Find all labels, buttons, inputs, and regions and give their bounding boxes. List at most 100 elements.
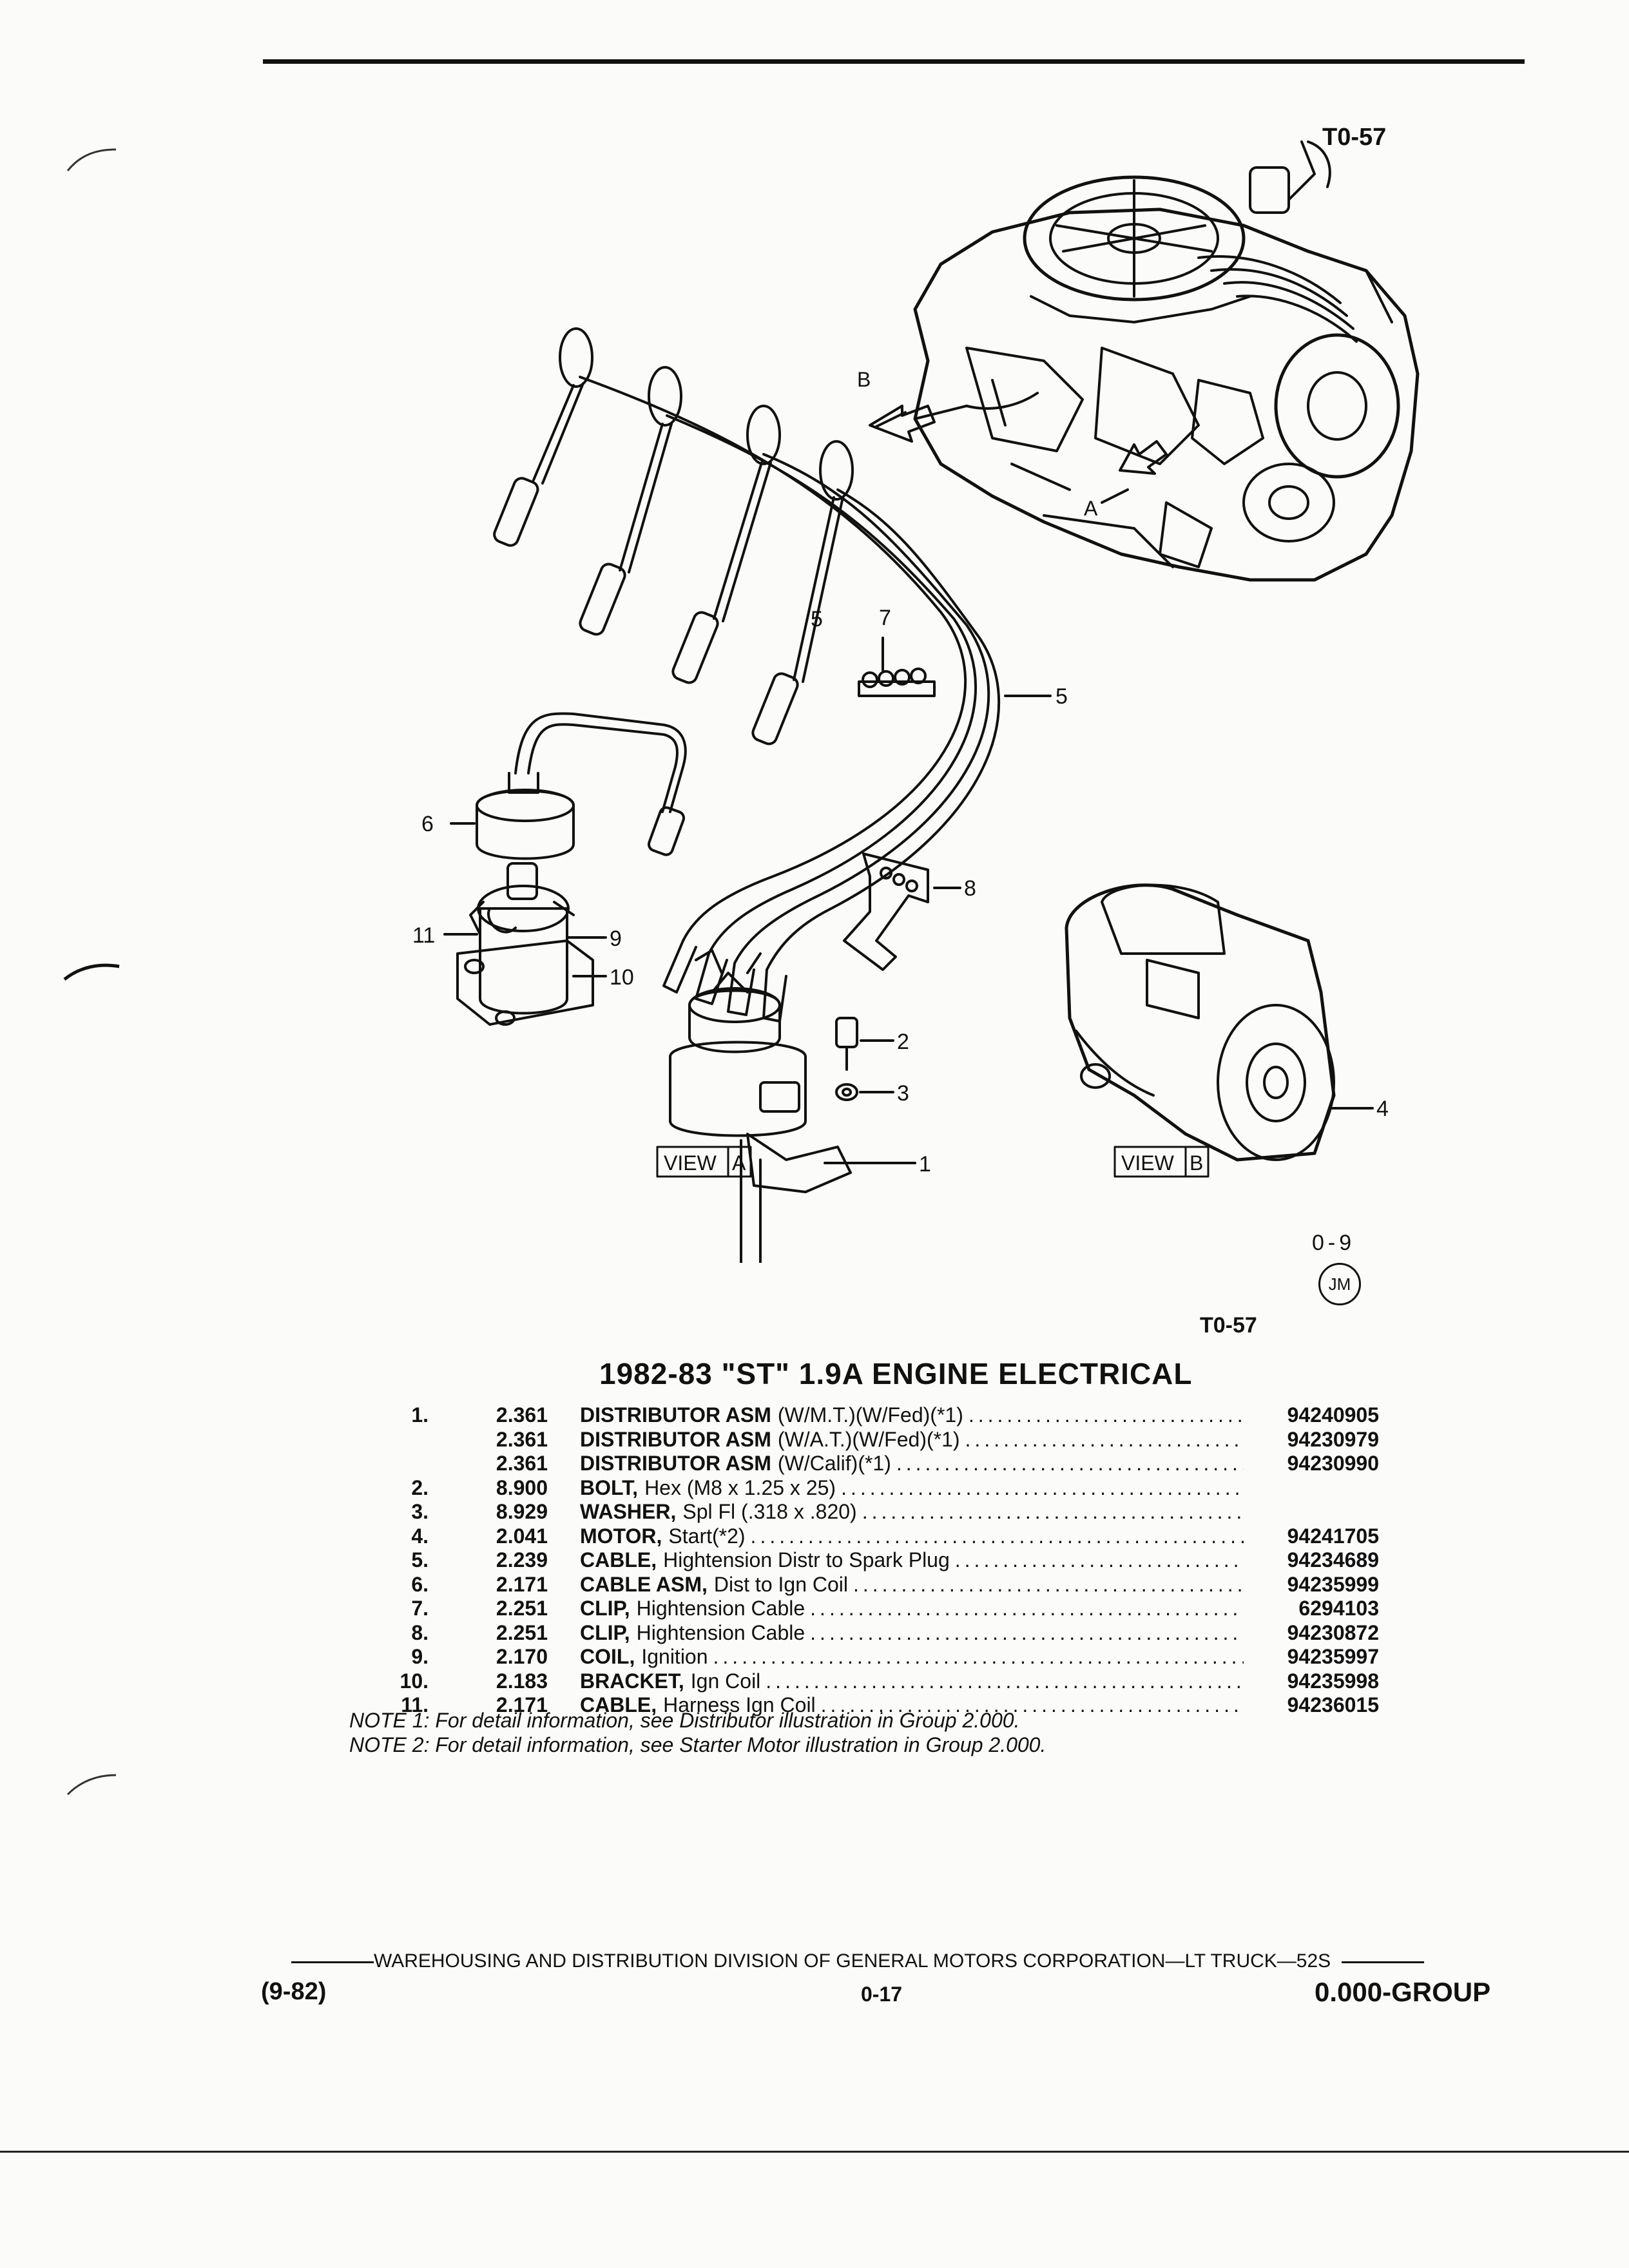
leader-dots [810, 1621, 1244, 1646]
view-b-word: VIEW [1121, 1151, 1175, 1175]
part-name: DISTRIBUTOR ASM [580, 1427, 771, 1451]
part-name: BOLT, [580, 1475, 639, 1499]
item-number: 5. [411, 1548, 429, 1571]
item-number: 11. [401, 1693, 429, 1716]
part-number [1244, 1500, 1379, 1524]
part-name: COIL, [580, 1645, 635, 1668]
leader-dots [896, 1452, 1244, 1476]
footer-page-number: 0-17 [861, 1983, 903, 2006]
part-description: DISTRIBUTOR ASM(W/M.T.)(W/Fed)(*1) [580, 1403, 1244, 1428]
dist-to-coil-cable [476, 712, 687, 860]
item-number: 6. [411, 1572, 429, 1596]
part-number: 94240905 [1287, 1403, 1379, 1427]
view-a-word: VIEW [664, 1151, 717, 1175]
part-number: 94235998 [1287, 1669, 1379, 1693]
part-number: 94241705 [1287, 1524, 1379, 1548]
view-b-box [1113, 1146, 1210, 1178]
margin-mark-2 [63, 963, 120, 981]
part-number [1244, 1476, 1379, 1501]
group-number: 2.171 [496, 1572, 548, 1596]
part-description: MOTOR,Start(*2) [580, 1524, 1244, 1549]
group-number: 2.171 [496, 1693, 548, 1716]
leader-dots [965, 1428, 1244, 1452]
part-name: CLIP, [580, 1597, 630, 1620]
item-number: 1. [411, 1403, 429, 1427]
leader-dots [969, 1403, 1244, 1428]
group-number: 2.251 [496, 1620, 548, 1644]
view-b-letter: B [1190, 1151, 1203, 1175]
callout-6: 6 [421, 812, 434, 836]
callout-3: 3 [897, 1081, 909, 1106]
view-a-letter: A [732, 1151, 746, 1175]
leader-dots [955, 1548, 1244, 1573]
item-number: 9. [411, 1645, 429, 1668]
footer-dash-right [1341, 1961, 1424, 1963]
view-a-box [656, 1146, 752, 1178]
group-number: 2.361 [496, 1427, 548, 1451]
cable-clip-8 [843, 852, 929, 971]
leader-dots [713, 1645, 1244, 1669]
item-number [348, 1452, 429, 1476]
item-number [348, 1428, 429, 1452]
margin-mark-3 [66, 1774, 117, 1796]
group-number: 2.239 [496, 1548, 548, 1571]
callout-9: 9 [610, 927, 622, 951]
parts-row: 2. 8.900 BOLT,Hex (M8 x 1.25 x 25) [348, 1476, 1379, 1501]
part-description: DISTRIBUTOR ASM(W/Calif)(*1) [580, 1452, 1244, 1476]
part-detail: Start(*2) [668, 1524, 746, 1548]
part-detail: Harness Ign Coil [663, 1693, 816, 1716]
exploded-view-diagram: B A 5 [361, 103, 1443, 1367]
part-number: 94235999 [1287, 1572, 1379, 1596]
item-number: 10. [400, 1669, 429, 1693]
part-number: 94230979 [1287, 1427, 1379, 1451]
item-number: 4. [411, 1524, 429, 1548]
jm-stamp-letters: JM [1328, 1274, 1351, 1294]
part-detail: Ign Coil [690, 1669, 761, 1693]
ignition-coil [456, 862, 594, 1026]
part-detail: (W/A.T.)(W/Fed)(*1) [777, 1427, 960, 1451]
part-number: 6294103 [1298, 1597, 1379, 1620]
part-number: 94230872 [1287, 1620, 1379, 1644]
item-number: 3. [411, 1500, 429, 1523]
group-number: 2.251 [496, 1597, 548, 1620]
arrow-label-a: A [1084, 497, 1098, 520]
parts-list: 1. 2.361 DISTRIBUTOR ASM(W/M.T.)(W/Fed)(*1… [348, 1403, 1379, 1718]
footer-group: 0.000-GROUP [1315, 1977, 1491, 2007]
top-rule [263, 59, 1525, 64]
leader-dots [810, 1597, 1244, 1621]
part-detail: Hex (M8 x 1.25 x 25) [644, 1475, 836, 1499]
footer-date: (9-82) [261, 1978, 327, 2005]
callout-10: 10 [610, 965, 634, 990]
part-description: COIL,Ignition [580, 1645, 1244, 1669]
margin-mark-1 [66, 148, 117, 171]
group-number: 2.183 [496, 1669, 548, 1693]
part-description: CLIP,Hightension Cable [580, 1621, 1244, 1646]
callout-8: 8 [964, 876, 976, 901]
parts-row: 10. 2.183 BRACKET,Ign Coil 94235998 [348, 1669, 1379, 1694]
part-description: CLIP,Hightension Cable [580, 1597, 1244, 1621]
part-description: DISTRIBUTOR ASM(W/A.T.)(W/Fed)(*1) [580, 1428, 1244, 1452]
callout-11: 11 [412, 923, 435, 948]
engine-illustration [913, 140, 1420, 582]
part-name: CABLE, [580, 1548, 657, 1571]
part-name: CLIP, [580, 1620, 630, 1644]
arrow-label-b: B [857, 368, 871, 391]
jm-stamp: JM [1318, 1263, 1361, 1305]
item-number: 2. [411, 1475, 429, 1499]
section-title: 1982-83 "ST" 1.9A ENGINE ELECTRICAL [599, 1357, 1193, 1390]
part-detail: (W/M.T.)(W/Fed)(*1) [777, 1403, 963, 1427]
footer-division-text: WAREHOUSING AND DISTRIBUTION DIVISION OF… [374, 1950, 1331, 1972]
part-description: BRACKET,Ign Coil [580, 1669, 1244, 1694]
leader-dots [766, 1669, 1244, 1694]
part-detail: Hightension Cable [636, 1620, 805, 1644]
group-number: 8.900 [496, 1475, 548, 1499]
note-2: NOTE 2: For detail information, see Star… [349, 1733, 1046, 1756]
part-name: DISTRIBUTOR ASM [580, 1403, 771, 1427]
